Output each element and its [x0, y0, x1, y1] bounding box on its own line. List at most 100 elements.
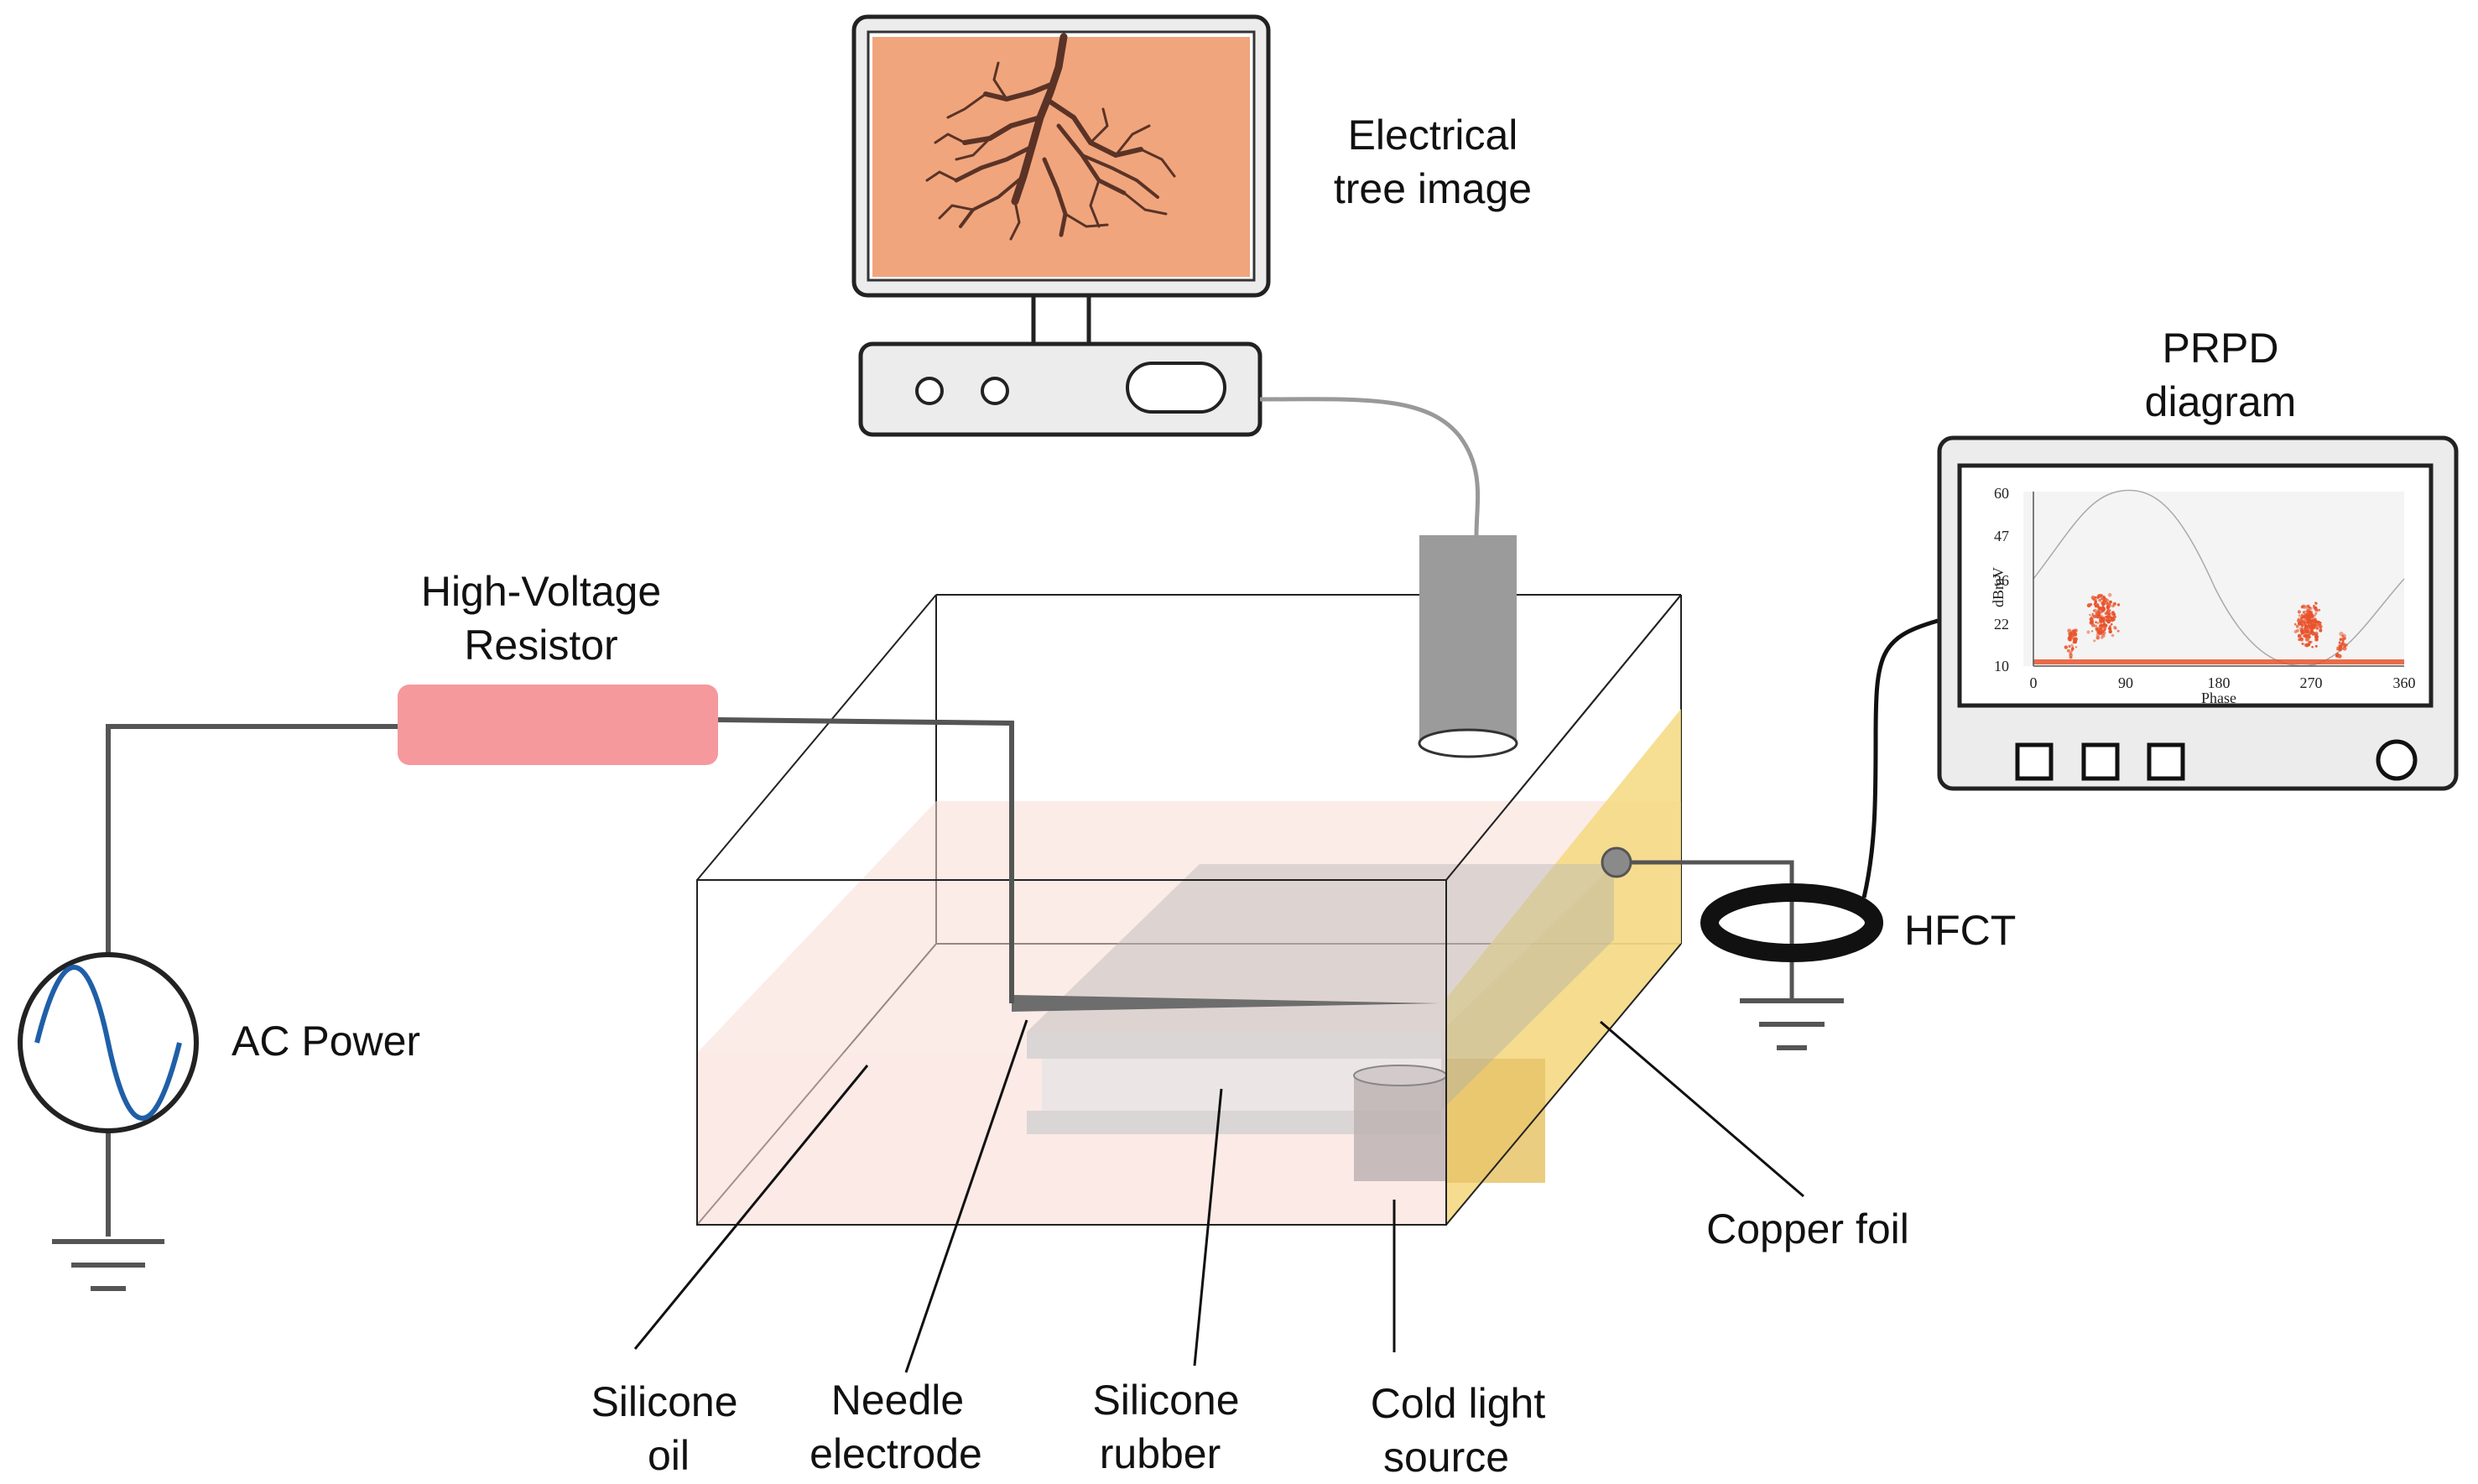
prpd-point: [2069, 655, 2073, 659]
prpd-label: PRPD: [2163, 325, 2279, 372]
prpd-point: [2092, 614, 2096, 618]
prpd-y-tick: 47: [1994, 528, 2009, 544]
prpd-x-tick: 180: [2208, 674, 2231, 691]
prpd-y-tick: 36: [1994, 572, 2009, 589]
prpd-y-tick: 10: [1994, 658, 2009, 674]
oscilloscope-icon: [1937, 435, 2459, 791]
prpd-point: [2109, 616, 2113, 619]
prpd-point: [2086, 630, 2090, 634]
prpd-point: [2314, 601, 2317, 604]
prpd-point: [2295, 624, 2299, 628]
prpd-point: [2110, 612, 2114, 616]
prpd-point: [2073, 632, 2078, 637]
silicone-rubber-sample: [1027, 864, 1614, 1134]
prpd-point: [2305, 617, 2309, 621]
silicone-rubber-label: Silicone: [1092, 1377, 1239, 1424]
prpd-point: [2111, 633, 2115, 638]
prpd-point: [2315, 627, 2319, 630]
needle-electrode-label: Needle: [831, 1377, 964, 1424]
silicone-rubber-label: rubber: [1100, 1430, 1221, 1477]
prpd-point: [2071, 645, 2075, 648]
prpd-point: [2098, 624, 2101, 627]
prpd-point: [2338, 641, 2341, 644]
prpd-y-tick: 22: [1994, 616, 2009, 633]
needle-electrode: [1012, 995, 1439, 1012]
copper-foil-label: Copper foil: [1706, 1205, 1909, 1252]
prpd-point: [2306, 608, 2310, 613]
prpd-point: [2094, 624, 2098, 628]
prpd-point: [2101, 633, 2106, 638]
prpd-point: [2089, 602, 2093, 607]
prpd-point: [2105, 612, 2108, 615]
hfct-ring-icon: [1700, 883, 1883, 962]
prpd-point: [2095, 636, 2101, 640]
prpd-point: [2297, 633, 2302, 638]
prpd-point: [2107, 612, 2111, 616]
cold-light-source: [1353, 1065, 1447, 1181]
prpd-point: [2339, 638, 2342, 641]
camera-icon: [1418, 535, 1518, 758]
prpd-point: [2069, 635, 2072, 638]
prpd-point: [2315, 638, 2319, 641]
prpd-point: [2339, 632, 2344, 637]
prpd-point: [2116, 603, 2121, 607]
prpd-point: [2109, 600, 2112, 604]
prpd-point: [2304, 612, 2309, 617]
prpd-point: [2299, 637, 2304, 642]
leader-lines: [633, 1019, 1804, 1373]
prpd-point: [2094, 596, 2097, 599]
prpd-point: [2093, 608, 2097, 613]
prpd-point: [2314, 612, 2318, 615]
prpd-point: [2067, 628, 2072, 633]
prpd-point: [2099, 612, 2101, 614]
prpd-x-tick: 0: [2030, 674, 2038, 691]
prpd-point: [2312, 606, 2316, 609]
prpd-plot: 60 47 36 22 10 0 90 180 270 360 Phase dB…: [1990, 485, 2416, 706]
prpd-point: [2095, 633, 2101, 637]
prpd-point: [2306, 604, 2310, 608]
prpd-point: [2302, 611, 2305, 614]
cold-light-label: Cold light: [1371, 1380, 1546, 1427]
prpd-point: [2096, 627, 2101, 631]
prpd-point: [2310, 624, 2314, 628]
prpd-point: [2100, 623, 2103, 627]
prpd-point: [2089, 613, 2091, 617]
prpd-point: [2069, 651, 2073, 655]
prpd-point: [2106, 601, 2110, 605]
prpd-point: [2343, 637, 2345, 639]
prpd-point: [2106, 604, 2110, 608]
prpd-point: [2310, 619, 2314, 623]
ground-icon: [52, 1239, 164, 1291]
prpd-point: [2306, 625, 2309, 628]
prpd-data-points: [2064, 592, 2348, 659]
prpd-point: [2297, 618, 2301, 623]
cold-light-label: source: [1383, 1434, 1509, 1481]
prpd-point: [2103, 597, 2108, 602]
prpd-point: [2309, 607, 2313, 611]
prpd-point: [2314, 614, 2316, 617]
prpd-x-tick: 90: [2118, 674, 2133, 691]
prpd-point: [2314, 618, 2317, 622]
prpd-point: [2318, 608, 2321, 612]
prpd-point: [2097, 607, 2101, 610]
prpd-point: [2337, 653, 2342, 659]
prpd-point: [2112, 602, 2116, 607]
electrical-tree-label: Electrical: [1348, 112, 1518, 159]
prpd-point: [2106, 618, 2110, 622]
prpd-point: [2300, 630, 2305, 635]
prpd-point: [2304, 643, 2308, 648]
prpd-point: [2301, 627, 2304, 630]
prpd-point: [2301, 643, 2304, 645]
ac-source-icon: [18, 952, 199, 1133]
prpd-point: [2073, 637, 2078, 642]
prpd-point: [2110, 622, 2113, 626]
prpd-point: [2090, 630, 2094, 633]
prpd-point: [2342, 646, 2347, 651]
monitor-icon: [851, 14, 1271, 437]
prpd-point: [2102, 630, 2105, 633]
prpd-point: [2307, 633, 2310, 637]
prpd-point: [2090, 619, 2095, 624]
electrical-tree-label: tree image: [1334, 165, 1532, 212]
prpd-point: [2096, 622, 2100, 625]
